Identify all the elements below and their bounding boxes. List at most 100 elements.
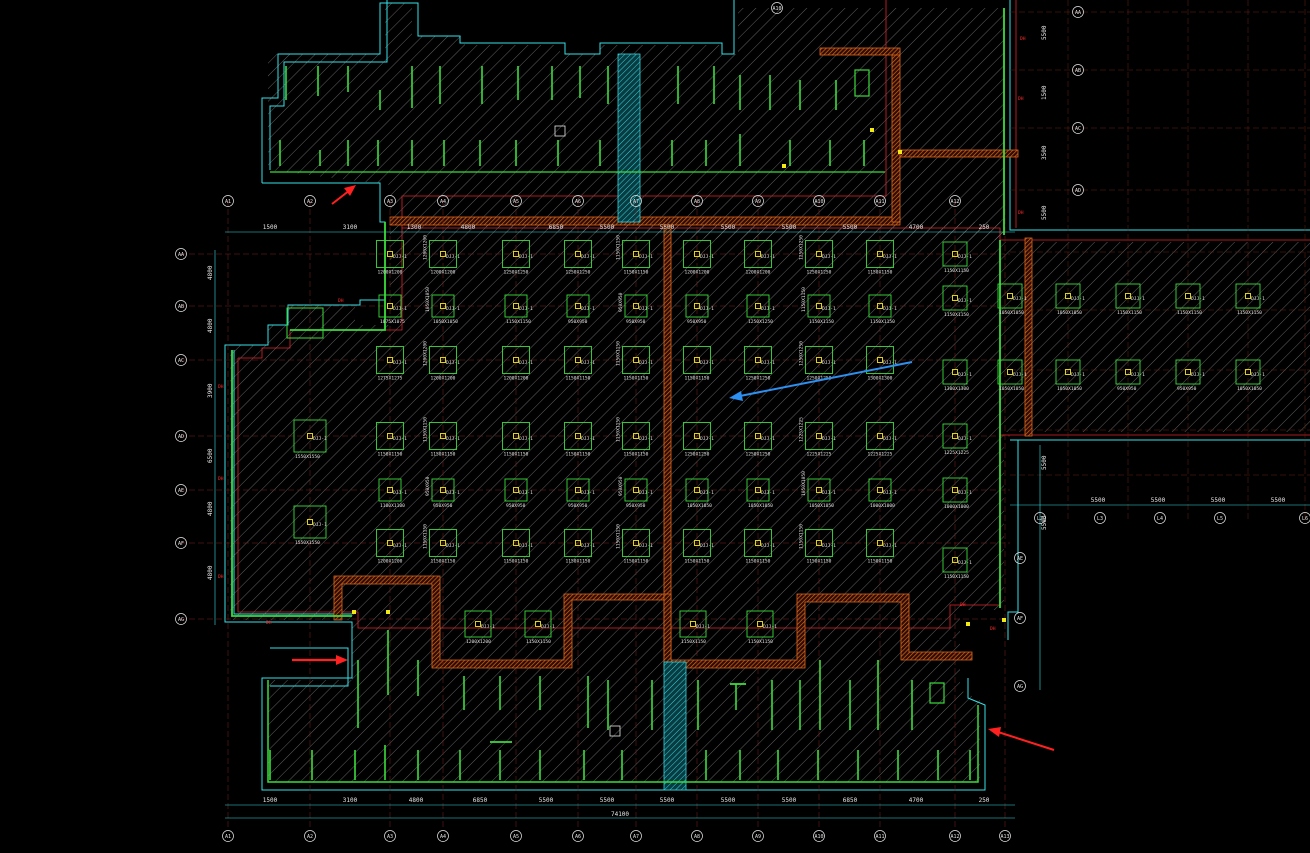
footing-pad <box>746 294 770 318</box>
footing-pad <box>683 240 711 268</box>
axis-bubble-left: AE <box>178 488 184 494</box>
footing-pad <box>429 346 457 374</box>
footing-pad <box>685 294 709 318</box>
footing-column <box>877 303 883 309</box>
footing-size-label: 1150X1150 <box>431 559 456 565</box>
footing-size-label: 1250X1250 <box>748 319 773 325</box>
footing-type-label: DJJ-1 <box>761 360 775 366</box>
footing-size-label: 950X950 <box>506 503 526 509</box>
axis-bubble-bottom: A12 <box>950 834 959 840</box>
footing-column <box>440 251 446 257</box>
footing-column <box>535 621 541 627</box>
footing-size-label: 1200X1200 <box>431 270 456 276</box>
footing-pad <box>744 422 772 450</box>
footing-type-label: DJJ-1 <box>700 436 714 442</box>
footing-type-label: DJJ-1 <box>639 436 653 442</box>
dimension-top: 5500 <box>600 224 615 231</box>
symbol-box <box>554 125 566 137</box>
footing-pad <box>566 294 590 318</box>
axis-bubble-bottom-circle <box>572 830 584 842</box>
footing-size-label: 1200X1200 <box>746 270 771 276</box>
footing-size-label: 1075X1075 <box>380 319 405 325</box>
axis-bubble-top-circle <box>630 195 642 207</box>
dimension-top: 250 <box>979 224 990 231</box>
red-arrow-left <box>292 655 348 665</box>
axis-bubble-left-circle <box>175 484 187 496</box>
footing-pad <box>378 478 402 502</box>
footing-pad <box>376 529 404 557</box>
footing-column <box>755 487 761 493</box>
dimension-right-bottom: 5500 <box>1151 497 1166 504</box>
axis-bubble-bottom: A5 <box>513 834 519 840</box>
red-outline-upper <box>401 0 887 228</box>
footing-size-label-vertical: 1150X1150 <box>423 524 429 549</box>
footing-pad <box>429 529 457 557</box>
footing-column <box>952 557 958 563</box>
dimension-right-side: 3500 <box>1041 145 1048 160</box>
footing-column <box>1125 293 1131 299</box>
axis-bubble-top-right: A10 <box>772 6 781 12</box>
footing-pad <box>429 240 457 268</box>
footing-type-label: DJJ-1 <box>581 543 595 549</box>
footing-pad <box>866 240 894 268</box>
axis-bubble-left-circle <box>175 430 187 442</box>
footing-type-label: DJJ-1 <box>883 490 897 496</box>
footing-size-label-vertical: 1150X1150 <box>801 287 807 312</box>
footing-type-label: DJJ-1 <box>393 254 407 260</box>
axis-bubble-left: AA <box>178 252 184 258</box>
footing-size-label: 1050X1050 <box>433 319 458 325</box>
footing-type-label: DJJ-1 <box>393 360 407 366</box>
dimension-left-side: 4800 <box>207 265 214 280</box>
footing-type-label: DJJ-1 <box>639 490 653 496</box>
slab-main-body <box>230 222 1004 640</box>
band-right-vertical <box>1024 237 1033 437</box>
axis-bubble-top: A2 <box>307 199 313 205</box>
footing-column <box>440 303 446 309</box>
axis-bubble-left: AD <box>178 434 184 440</box>
footing-column <box>877 357 883 363</box>
footing-pad <box>746 478 770 502</box>
footing-size-label: 950X950 <box>626 503 646 509</box>
footing-size-label: 1000X1000 <box>944 504 969 510</box>
footing-size-label: 1250X1250 <box>746 452 771 458</box>
sump-box <box>286 307 324 339</box>
axis-bubble-bottom: A13 <box>1000 834 1009 840</box>
footing-column <box>575 357 581 363</box>
footing-column <box>387 487 393 493</box>
footing-column <box>694 540 700 546</box>
footing-column <box>1007 369 1013 375</box>
axis-bubble-right-bottom-circle <box>1094 512 1106 524</box>
axis-bubble-left-circle <box>175 248 187 260</box>
footing-column <box>387 251 393 257</box>
footing-column <box>816 487 822 493</box>
green-walls <box>231 8 1006 783</box>
elevator-box <box>854 69 870 97</box>
footing-pad <box>942 423 968 449</box>
band-upper-vertical <box>891 49 901 223</box>
dimension-right-bottom: 5500 <box>1271 497 1286 504</box>
footing-type-label: DJJ-1 <box>883 360 897 366</box>
orange-bands <box>333 47 1033 669</box>
footing-type-label: DJJ-1 <box>822 306 836 312</box>
footing-size-label: 1150X1150 <box>504 452 529 458</box>
axis-bubble-bottom: A11 <box>875 834 884 840</box>
footing-size-label: 1200X1200 <box>431 376 456 382</box>
axis-bubble-right: AC <box>1075 126 1081 132</box>
dimension-bottom: 5500 <box>600 797 615 804</box>
axis-bubble-right-circle <box>1014 680 1026 692</box>
boundary-right-col <box>1007 440 1019 640</box>
footing-size-label: 1150X1150 <box>1237 310 1262 316</box>
boundary-upper <box>261 0 735 183</box>
footing-type-label: DJJ-1 <box>958 298 972 304</box>
footing-type-label: DJJ-1 <box>393 436 407 442</box>
footing-column <box>694 433 700 439</box>
footing-size-label: 1225X1225 <box>807 452 832 458</box>
dimension-top: 4800 <box>461 224 476 231</box>
footing-column <box>877 433 883 439</box>
footing-size-label-vertical: 1150X1150 <box>423 417 429 442</box>
footing-pad <box>622 529 650 557</box>
band-lower-left <box>333 575 665 669</box>
axis-bubble-right: AF <box>1017 616 1023 622</box>
footing-size-label: 1200X1200 <box>466 639 491 645</box>
